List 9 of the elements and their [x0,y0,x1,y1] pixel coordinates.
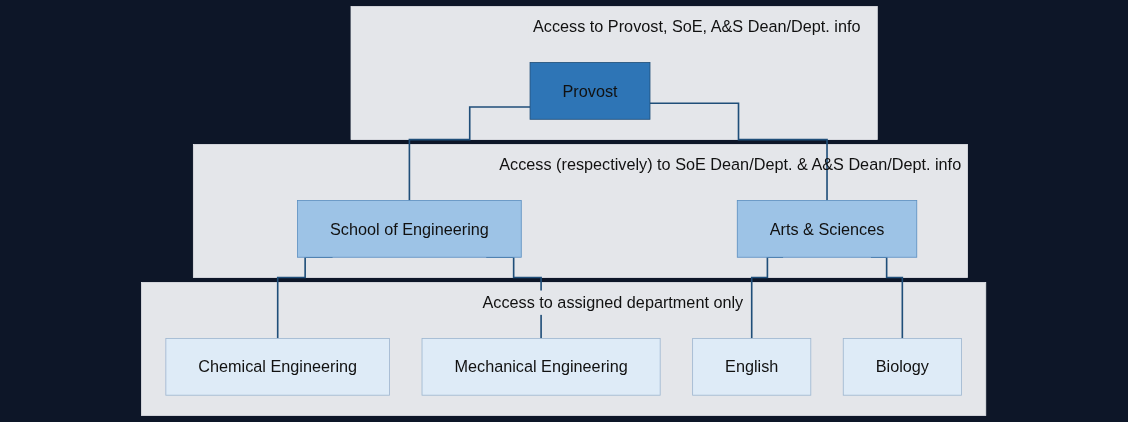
node-box: English [692,338,812,396]
node-box: Mechanical Engineering [421,338,661,396]
connector [408,106,532,202]
node-box: Biology [843,338,963,396]
node-box: Chemical Engineering [165,338,391,396]
node-box: Provost [530,62,651,120]
node-box: Arts & Sciences [737,200,918,258]
node-box: School of Engineering [297,200,523,258]
connector [649,102,829,202]
